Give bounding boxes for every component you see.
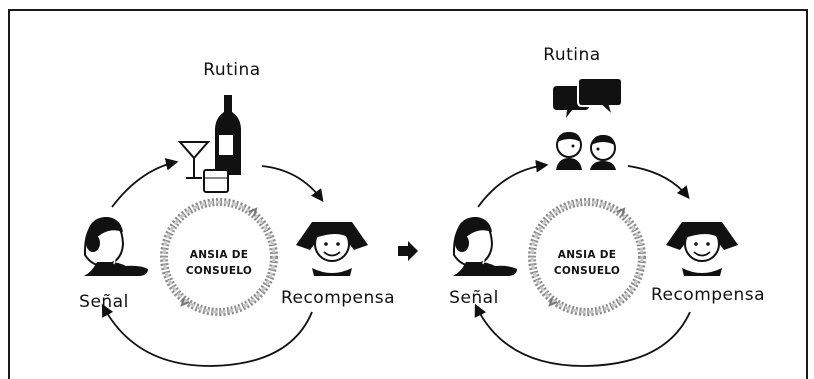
craving-circle [160,198,278,316]
arrow-routine-to-reward [261,165,324,203]
arrow-reward-to-cue [101,303,313,367]
two-people-talking-icon [553,77,623,170]
craving-circle [528,198,646,316]
routine-label: Rutina [543,45,600,65]
habit-loop-right: ANSIA DE CONSUELO Rutina Señal [449,45,765,367]
habit-loop-figure: ANSIA DE CONSUELO Rutina Señal [79,45,765,367]
reward-person-icon [296,222,368,276]
cue-label: Señal [449,288,499,308]
reward-label: Recompensa [651,285,765,305]
center-label-line2: CONSUELO [186,265,252,277]
cue-label: Señal [79,292,129,312]
arrow-reward-to-cue [474,303,691,367]
arrow-routine-to-reward [627,165,690,199]
center-label-line1: ANSIA DE [558,249,616,261]
arrow-cue-to-routine [477,159,549,208]
habit-loop-left: ANSIA DE CONSUELO Rutina Señal [79,60,395,367]
center-label-line1: ANSIA DE [190,249,248,261]
figure-frame [8,9,808,379]
reward-label: Recompensa [281,288,395,308]
reward-person-icon [666,222,738,276]
cue-person-icon [83,216,148,276]
center-label-line2: CONSUELO [554,265,620,277]
cue-person-icon [452,216,517,276]
routine-label: Rutina [203,60,260,80]
right-arrow-icon [398,241,418,261]
arrow-cue-to-routine [111,158,179,208]
wine-bottle-and-glasses-icon [177,95,241,193]
